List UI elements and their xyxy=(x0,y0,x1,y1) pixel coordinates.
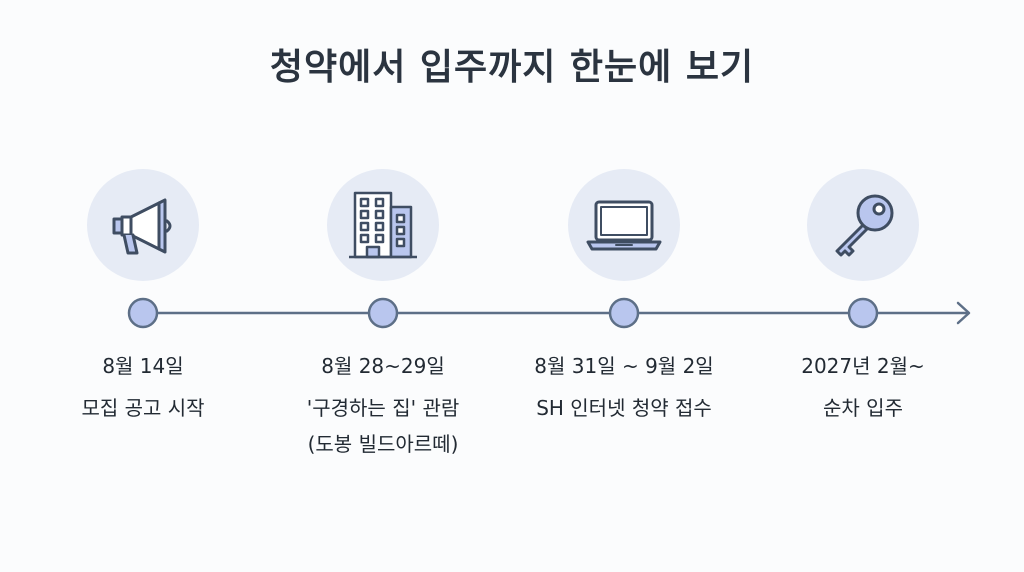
step-2-icon-circle xyxy=(327,169,439,281)
key-icon xyxy=(835,194,894,257)
timeline-dot-2 xyxy=(367,297,399,329)
step-2-desc-line-1: '구경하는 집' 관람 xyxy=(306,396,460,420)
step-3-date: 8월 31일 ~ 9월 2일 xyxy=(534,354,714,378)
megaphone-icon xyxy=(112,198,172,255)
timeline-dot-3 xyxy=(608,297,640,329)
step-3-desc-line-1: SH 인터넷 청약 접수 xyxy=(536,396,712,420)
step-4-description: 순차 입주 xyxy=(743,390,983,426)
laptop-icon xyxy=(586,200,662,251)
step-3-icon-circle xyxy=(568,169,680,281)
step-4-desc-line-1: 순차 입주 xyxy=(823,396,903,420)
step-4-date: 2027년 2월~ xyxy=(801,354,925,378)
step-2-date: 8월 28~29일 xyxy=(321,354,445,378)
step-2-description: '구경하는 집' 관람 (도봉 빌드아르떼) xyxy=(263,390,503,462)
step-1-icon-circle xyxy=(87,169,199,281)
timeline-dot-4 xyxy=(847,297,879,329)
page-title: 청약에서 입주까지 한눈에 보기 xyxy=(269,47,755,88)
step-1-description: 모집 공고 시작 xyxy=(23,390,263,426)
timeline-dot-1 xyxy=(127,297,159,329)
building-icon xyxy=(349,191,417,259)
step-1-date: 8월 14일 xyxy=(102,354,184,378)
step-1-desc-line-1: 모집 공고 시작 xyxy=(81,396,205,420)
step-3-description: SH 인터넷 청약 접수 xyxy=(504,390,744,426)
step-2-desc-line-2: (도봉 빌드아르떼) xyxy=(307,432,459,456)
timeline-arrow-head xyxy=(956,301,971,325)
step-4-icon-circle xyxy=(807,169,919,281)
